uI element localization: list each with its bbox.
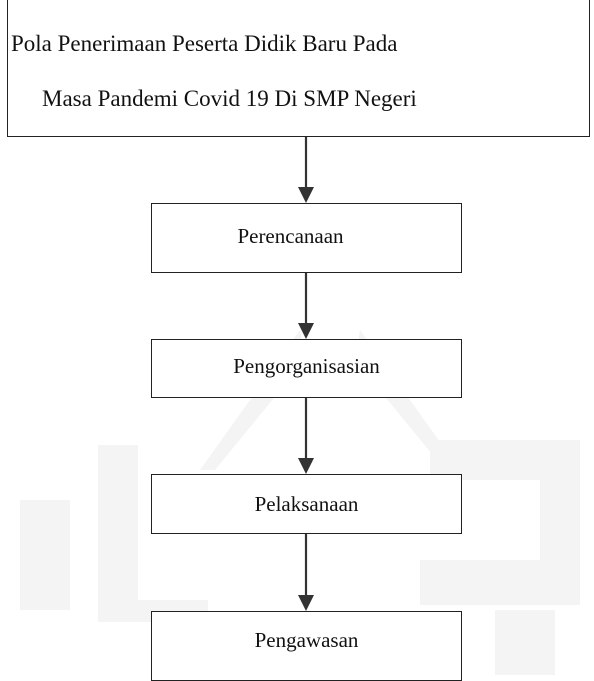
step-box-perencanaan: Perencanaan <box>151 203 462 273</box>
step-label-pengawasan: Pengawasan <box>254 627 359 652</box>
arrowhead-to-pengawasan <box>298 595 314 611</box>
arrowhead-to-pengorganisasian <box>298 323 314 339</box>
arrowhead-to-perencanaan <box>298 187 314 203</box>
step-box-pelaksanaan: Pelaksanaan <box>151 474 462 534</box>
arrowhead-to-pelaksanaan <box>298 458 314 474</box>
step-label-perencanaan: Perencanaan <box>237 223 344 248</box>
step-box-pengorganisasian: Pengorganisasian <box>151 339 462 398</box>
step-box-pengawasan: Pengawasan <box>151 611 462 681</box>
title-line-1: Pola Penerimaan Peserta Didik Baru Pada <box>11 31 398 56</box>
title-line-2: Masa Pandemi Covid 19 Di SMP Negeri <box>42 86 417 111</box>
title-box: Pola Penerimaan Peserta Didik Baru Pada … <box>7 0 590 137</box>
step-label-pengorganisasian: Pengorganisasian <box>233 354 380 378</box>
step-label-pelaksanaan: Pelaksanaan <box>254 491 359 516</box>
